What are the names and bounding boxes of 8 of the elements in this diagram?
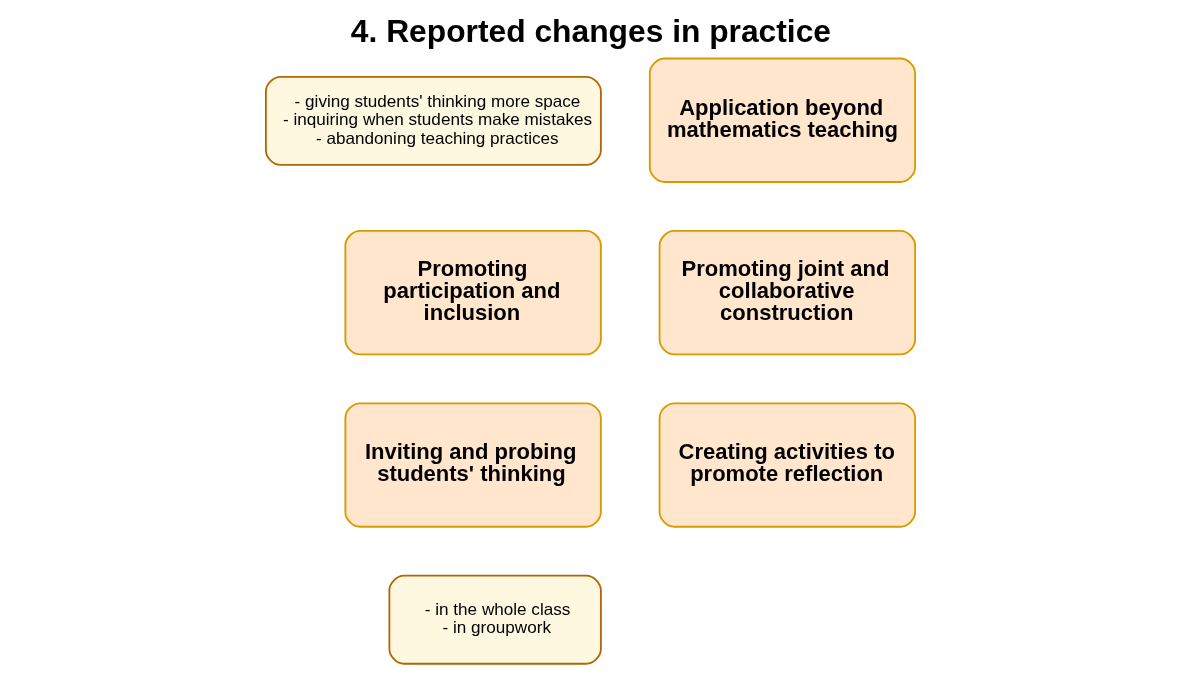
- diagram-title: 4. Reported changes in practice: [350, 13, 832, 50]
- node-box: - giving students' thinking more space - inquiring when students make mistakes - abandoning teaching practices: [264, 75, 602, 166]
- node-box: Creating activities to promote reflection: [658, 402, 917, 528]
- node-box: Promoting joint and collaborative construction: [658, 230, 917, 356]
- node-box: Application beyond mathematics teaching: [648, 57, 917, 183]
- node-box: Promoting participation and inclusion: [344, 230, 602, 356]
- node-box: - in the whole class - in groupwork: [388, 574, 602, 665]
- node-box: Inviting and probing students' thinking: [344, 402, 602, 528]
